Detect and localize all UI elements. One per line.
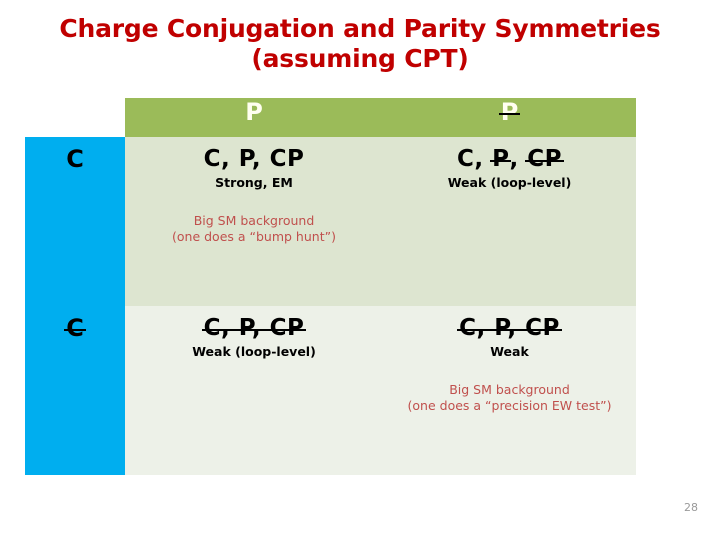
table-row: C C, P, CP Strong, EM Big SM background … [25,137,636,306]
cell-c-pbar-part-4: CP [525,146,564,172]
page-title-line-2: (assuming CPT) [251,44,469,73]
cell-cbar-pbar-note: Big SM background (one does a “precision… [383,382,636,414]
cell-cbar-p-part: C, P, CP [201,315,307,341]
column-header-p-label: P [245,98,263,126]
cell-cbar-p-main: C, P, CP [125,315,383,342]
cell-c-pbar-part-2: P [490,146,512,172]
cell-c-p-note: Big SM background (one does a “bump hunt… [125,213,383,245]
page-number: 28 [684,501,698,514]
cell-cbar-pbar-main: C, P, CP [383,315,636,342]
row-label-c-text: C [66,145,84,173]
cell-cbar-pbar-note-line-1: Big SM background [449,382,570,397]
symmetry-table: P P C C, P, CP Strong, EM Big SM backgro… [25,98,636,475]
cell-cbar-p: C, P, CP Weak (loop-level) [125,306,383,475]
cell-cbar-pbar-part: C, P, CP [457,315,562,341]
cell-c-pbar-subtitle: Weak (loop-level) [447,175,572,190]
page-title: Charge Conjugation and Parity Symmetries… [0,14,720,74]
cell-c-p-note-line-1: Big SM background [193,213,315,228]
row-label-c: C [25,137,125,306]
row-label-c-struck-text: C [64,314,86,342]
cell-c-p-note-line-2: (one does a “bump hunt”) [172,229,336,244]
column-header-p-struck-label: P [498,98,520,126]
cell-c-p: C, P, CP Strong, EM Big SM background (o… [125,137,383,306]
column-header-p: P [125,98,383,137]
page-title-line-1: Charge Conjugation and Parity Symmetries [59,14,661,43]
cell-c-p-main: C, P, CP [125,146,383,173]
cell-c-pbar-part-1: C, [457,146,493,172]
table-header-row: P P [25,98,636,137]
cell-c-pbar: C, P, CP Weak (loop-level) [383,137,636,306]
column-header-p-struck: P [383,98,636,137]
cell-c-pbar-part-3: , [509,146,528,172]
table-corner-cell [25,98,125,137]
cell-c-p-part: C, P, CP [203,146,305,172]
row-label-c-struck: C [25,306,125,475]
cell-cbar-pbar-subtitle: Weak [490,344,529,359]
cell-c-pbar-main: C, P, CP [383,146,636,173]
cell-cbar-pbar: C, P, CP Weak Big SM background (one doe… [383,306,636,475]
cell-c-p-subtitle: Strong, EM [215,175,293,190]
table-row: C C, P, CP Weak (loop-level) C, P, CP We… [25,306,636,475]
cell-cbar-p-subtitle: Weak (loop-level) [192,344,316,359]
cell-cbar-pbar-note-line-2: (one does a “precision EW test”) [407,398,612,413]
